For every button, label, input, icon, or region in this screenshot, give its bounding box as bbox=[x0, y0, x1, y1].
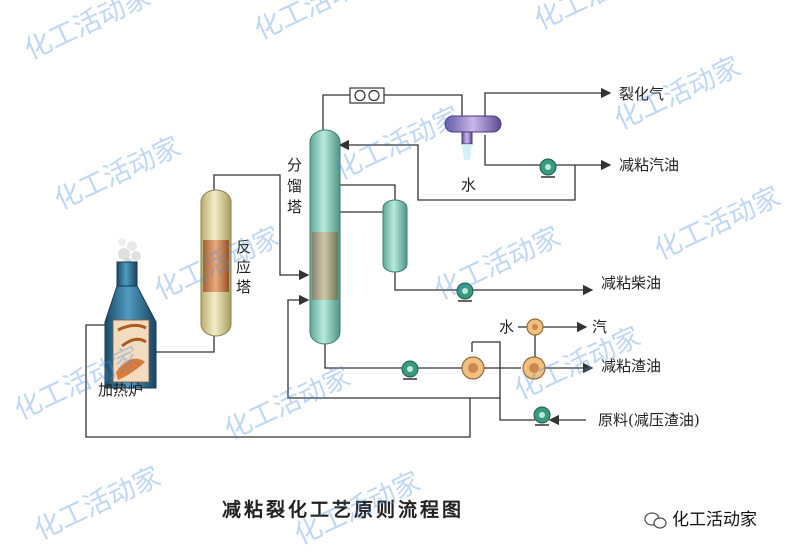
side-stripper bbox=[382, 199, 408, 273]
watermark: 化工活动家 bbox=[30, 461, 165, 546]
watermark: 化工活动家 bbox=[430, 221, 565, 306]
stripper-vapor-pipe bbox=[340, 184, 396, 204]
column-label-2: 馏 bbox=[287, 177, 302, 195]
reactor-to-column-pipe bbox=[213, 174, 310, 281]
reaction-tower bbox=[200, 189, 232, 337]
residue-label: 减粘渣油 bbox=[601, 357, 661, 375]
water-hx-label: 水 bbox=[499, 318, 514, 336]
watermark: 化工活动家 bbox=[650, 181, 785, 266]
cracked-gas-pipe bbox=[484, 87, 612, 116]
column-label-1: 分 bbox=[287, 156, 302, 174]
cracked-gas-label: 裂化气 bbox=[619, 85, 664, 103]
diesel-pump-icon bbox=[456, 282, 474, 302]
furnace-label: 加热炉 bbox=[98, 381, 143, 399]
piping bbox=[85, 87, 612, 438]
feed-pump-icon bbox=[533, 406, 551, 426]
overhead-separator bbox=[444, 115, 502, 160]
heat-exchanger-1-icon bbox=[461, 356, 485, 380]
wechat-icon bbox=[644, 512, 667, 529]
quench-return-pipe bbox=[287, 294, 501, 399]
hx1-bypass-pipe bbox=[472, 341, 501, 368]
reactor-label-2: 应 bbox=[236, 258, 251, 276]
watermark: 化工活动家 bbox=[530, 0, 665, 36]
bottoms-pipe-a bbox=[324, 340, 402, 369]
column-label-3: 塔 bbox=[287, 198, 302, 216]
reactor-label-3: 塔 bbox=[236, 278, 251, 296]
furnace-to-reactor-pipe bbox=[150, 336, 215, 353]
watermark: 化工活动家 bbox=[330, 101, 465, 186]
brand-name: 化工活动家 bbox=[672, 510, 757, 530]
reactor-label-1: 反 bbox=[236, 238, 251, 256]
overhead-pipe-b bbox=[384, 94, 463, 116]
steam-label: 汽 bbox=[592, 318, 607, 336]
diagram-title: 减粘裂化工艺原则流程图 bbox=[222, 498, 464, 521]
gasoline-pump-icon bbox=[539, 158, 557, 178]
diesel-label: 减粘柴油 bbox=[601, 274, 661, 292]
feed-label: 原料(减压渣油) bbox=[598, 411, 700, 429]
watermark: 化工活动家 bbox=[20, 0, 155, 66]
watermark: 化工活动家 bbox=[50, 131, 185, 216]
fractionator-column bbox=[309, 129, 341, 345]
diesel-pipe-a bbox=[394, 270, 457, 291]
gasoline-label: 减粘汽油 bbox=[619, 156, 679, 174]
feed-in-pipe-b bbox=[499, 398, 535, 421]
gasoline-pipe-a bbox=[484, 135, 540, 166]
watermark: 化工活动家 bbox=[250, 0, 385, 46]
reflux-pipe bbox=[338, 139, 576, 201]
smoke-icon bbox=[118, 238, 141, 266]
overhead-pipe-a bbox=[322, 94, 350, 132]
waste-heat-boiler-icon bbox=[526, 318, 544, 336]
feed-to-furnace-pipe bbox=[85, 324, 471, 438]
heating-furnace bbox=[104, 238, 157, 389]
water-top-label: 水 bbox=[461, 176, 476, 194]
heat-exchanger-2-icon bbox=[522, 356, 546, 380]
overhead-condenser bbox=[349, 87, 385, 104]
residue-pump-icon bbox=[401, 360, 419, 380]
